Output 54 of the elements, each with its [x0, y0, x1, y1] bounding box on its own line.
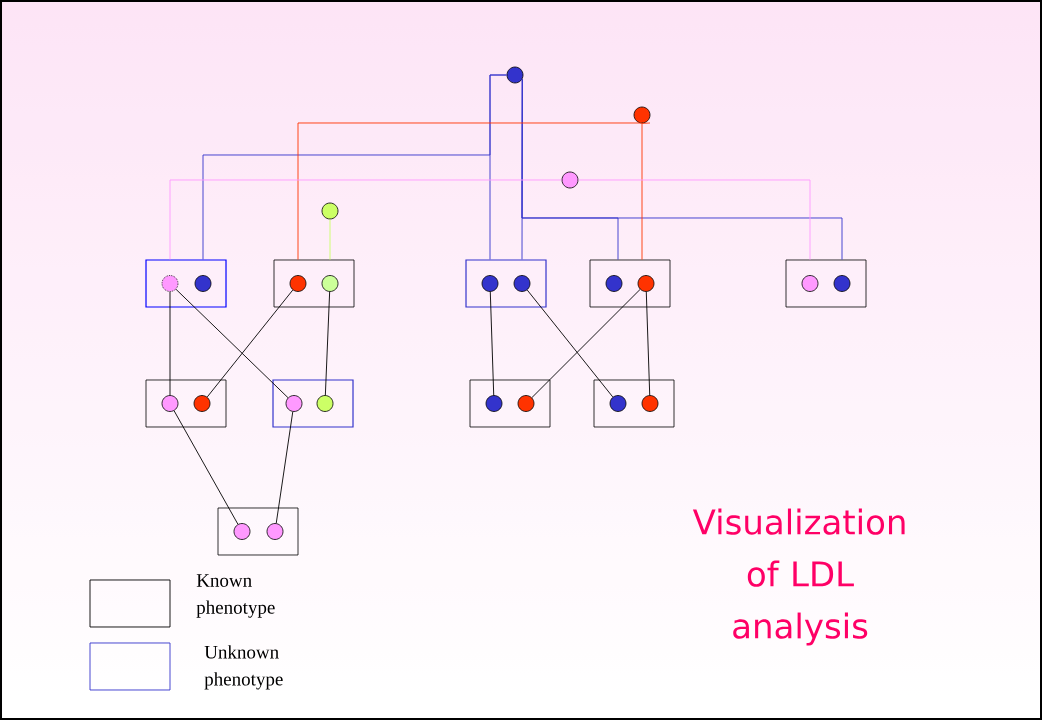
- allele-circle: [161, 275, 179, 292]
- individual-box: [145, 259, 227, 308]
- individual-box: [273, 259, 355, 308]
- connector-line: [169, 179, 563, 260]
- allele-circle: [194, 275, 212, 292]
- connector-line: [206, 289, 294, 398]
- connector-line: [169, 291, 171, 396]
- allele-circle: [233, 523, 251, 540]
- allele-circle: [801, 275, 819, 292]
- individual-box: [469, 379, 551, 428]
- legend-text: Unknown phenotype: [204, 645, 283, 690]
- individual-box: [272, 379, 354, 428]
- allele-circle: [316, 395, 334, 412]
- allele-circle: [561, 171, 579, 189]
- allele-circle: [637, 275, 655, 292]
- allele-circle: [605, 275, 623, 292]
- individual-box: [785, 259, 867, 308]
- allele-circle: [641, 395, 659, 412]
- connector-line: [329, 218, 331, 261]
- individual-box: [145, 379, 227, 428]
- allele-circle: [321, 202, 339, 220]
- allele-circle: [321, 275, 339, 292]
- individual-box: [589, 259, 671, 308]
- allele-circle: [266, 523, 284, 540]
- connector-line: [324, 291, 331, 396]
- allele-circle: [609, 395, 627, 412]
- allele-circle: [633, 106, 651, 124]
- allele-circle: [193, 395, 211, 412]
- individual-box: [465, 259, 547, 308]
- allele-circle: [513, 275, 531, 292]
- allele-circle: [161, 395, 179, 412]
- allele-circle: [481, 275, 499, 292]
- allele-circle: [506, 66, 524, 84]
- connector-line: [577, 179, 811, 261]
- allele-circle: [833, 275, 851, 292]
- allele-circle: [485, 395, 503, 412]
- connector-line: [526, 289, 614, 398]
- connector-line: [275, 411, 294, 524]
- allele-circle: [289, 275, 307, 292]
- connector-line: [645, 291, 651, 396]
- connector-line: [175, 288, 289, 399]
- connector-line: [531, 289, 641, 398]
- connector-line: [489, 291, 495, 396]
- individual-box: [593, 379, 675, 428]
- title: Visualization of LDL analysis: [692, 508, 905, 646]
- individual-box: [217, 507, 299, 556]
- connector-line: [173, 410, 239, 525]
- allele-circle: [517, 395, 535, 412]
- connector-line: [489, 74, 508, 260]
- allele-circle: [285, 395, 303, 412]
- connector-line: [521, 78, 843, 261]
- connector-line: [641, 122, 651, 261]
- connector-line: [297, 122, 643, 261]
- legend-text: Known phenotype: [196, 574, 275, 618]
